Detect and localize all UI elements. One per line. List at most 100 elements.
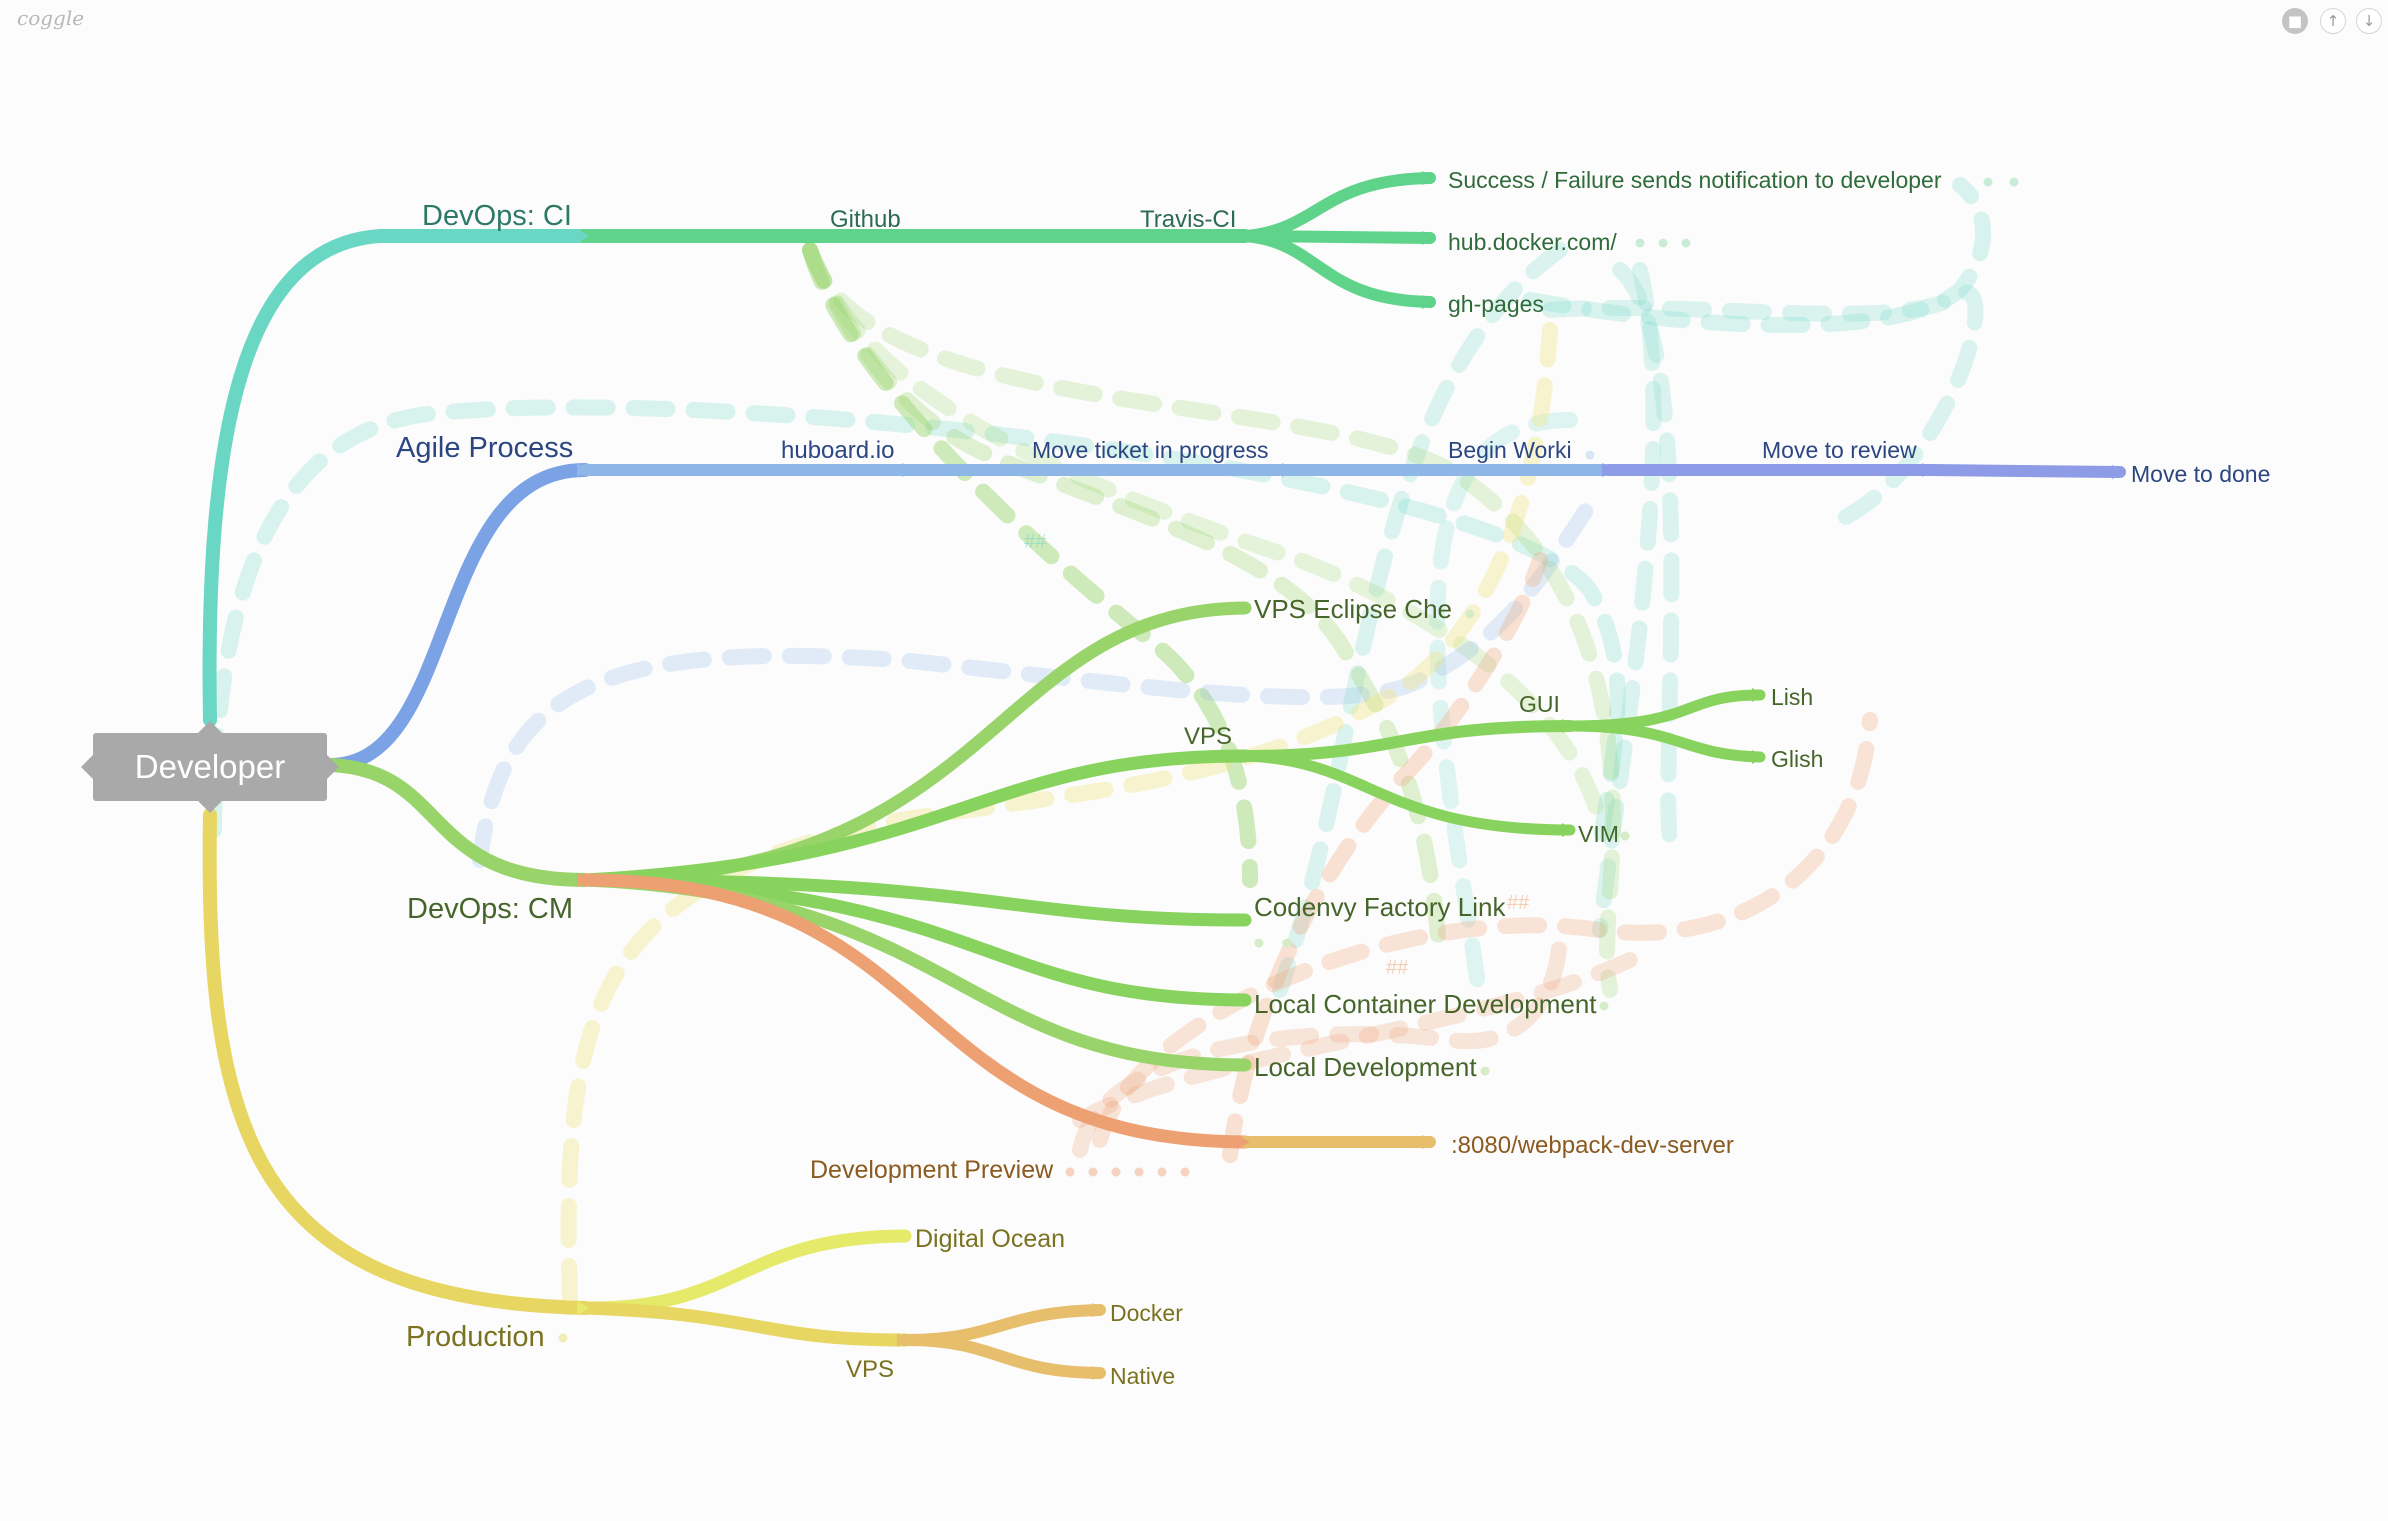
branch-joint-arrow [577, 873, 590, 887]
node-label-gh-pages[interactable]: gh-pages [1448, 291, 1544, 317]
branch-layer [202, 171, 2126, 1380]
branch-joint-arrow [1237, 913, 1250, 927]
node-label-webpack[interactable]: :8080/webpack-dev-server [1451, 1132, 1734, 1159]
branch-devops-cm [323, 758, 592, 887]
node-label-prod-vps[interactable]: VPS [846, 1356, 894, 1383]
connector-dot[interactable] [1585, 450, 1595, 460]
branch-joint-arrow [1422, 295, 1435, 309]
node-label-move-to-done[interactable]: Move to done [2131, 461, 2270, 487]
branch-joint-arrow [1237, 229, 1250, 243]
cross-link-ci-5 [1592, 262, 1662, 938]
branch-joint-arrow [1922, 463, 1935, 477]
node-label-lish[interactable]: Lish [1771, 684, 1813, 710]
branch-joint-arrow [897, 1229, 910, 1243]
connector-dot[interactable] [1180, 1167, 1190, 1177]
node-label-glish[interactable]: Glish [1771, 746, 1823, 772]
branch-local-container [578, 873, 1252, 1007]
branch-joint-arrow [1092, 1366, 1105, 1380]
node-label-codenvy[interactable]: Codenvy Factory Link [1254, 892, 1506, 922]
upload-arrow-icon[interactable]: ↑ [2320, 8, 2346, 34]
coggle-logo[interactable]: coggle [17, 6, 85, 30]
branch-devops-ci [202, 229, 592, 727]
branch-gh-pages [1239, 230, 1436, 308]
node-label-local-container[interactable]: Local Container Development [1254, 989, 1597, 1019]
branch-joint-arrow [1422, 1135, 1435, 1149]
node-label-docker[interactable]: Docker [1110, 1300, 1183, 1326]
branch-joint-arrow [902, 463, 915, 477]
connector-dot[interactable] [1635, 238, 1645, 248]
connector-dot[interactable] [1254, 938, 1264, 948]
link-marker-hash[interactable]: ## [1507, 892, 1530, 914]
cross-link-orange-4 [1072, 942, 1658, 1128]
connector-dot[interactable] [1111, 1167, 1121, 1177]
branch-gui [1239, 720, 1576, 762]
node-label-hub-docker[interactable]: hub.docker.com/ [1448, 229, 1617, 255]
connector-dot[interactable] [1065, 1167, 1075, 1177]
link-marker-hash[interactable]: ## [1386, 957, 1409, 979]
branch-joint-arrow [1237, 1058, 1250, 1072]
node-label-success-failure[interactable]: Success / Failure sends notification to … [1448, 167, 1942, 193]
node-label-local-dev[interactable]: Local Development [1254, 1052, 1477, 1082]
branch-joint-arrow [577, 1301, 590, 1315]
node-label-begin-worki[interactable]: Begin Worki [1448, 437, 1572, 463]
node-label-travis-ci[interactable]: Travis-CI [1140, 206, 1236, 233]
bottom-notch [198, 801, 222, 813]
branch-native [899, 1334, 1106, 1379]
download-arrow-icon[interactable]: ↓ [2356, 8, 2382, 34]
connector-dot[interactable] [1599, 1001, 1609, 1011]
branch-codenvy [578, 873, 1252, 927]
node-label-devops-ci[interactable]: DevOps: CI [422, 200, 572, 232]
node-label-agile-process[interactable]: Agile Process [396, 432, 573, 464]
node-label-production[interactable]: Production [406, 1321, 545, 1353]
node-label-gui[interactable]: GUI [1519, 691, 1560, 717]
branch-joint-arrow [1752, 688, 1765, 702]
cross-link-orange-2 [1092, 712, 1878, 1148]
branch-joint-arrow [1237, 601, 1250, 615]
cross-link-cm-3 [802, 242, 1621, 998]
node-label-github[interactable]: Github [830, 206, 901, 233]
connector-dot[interactable] [1658, 238, 1668, 248]
node-label-move-in-progress[interactable]: Move ticket in progress [1032, 437, 1268, 463]
connector-dot[interactable] [1465, 609, 1475, 619]
cross-link-ci-2 [1522, 177, 1992, 333]
connector-dot[interactable] [558, 1333, 568, 1343]
branch-joint-arrow [1237, 993, 1250, 1007]
connector-dot[interactable] [1282, 938, 1292, 948]
connector-dot[interactable] [1480, 1066, 1490, 1076]
branch-production [202, 808, 592, 1315]
connector-dot[interactable] [1681, 238, 1691, 248]
branch-joint-arrow [907, 229, 920, 243]
developer-root-node[interactable]: Developer [81, 721, 339, 813]
branch-vim [1239, 750, 1576, 836]
chat-bubble-icon[interactable]: ■ [2282, 8, 2308, 34]
node-label-huboard[interactable]: huboard.io [781, 437, 894, 464]
connector-dot[interactable] [2009, 177, 2019, 187]
node-label-vim[interactable]: VIM [1578, 821, 1619, 847]
connector-dot[interactable] [1983, 177, 1993, 187]
node-label-cm-vps[interactable]: VPS [1184, 723, 1232, 750]
link-marker-hash[interactable]: ## [1024, 531, 1047, 553]
connector-dot[interactable] [1134, 1167, 1144, 1177]
branch-dev-preview [578, 873, 1252, 1149]
node-label-move-to-review[interactable]: Move to review [1762, 437, 1917, 463]
node-label-devops-cm[interactable]: DevOps: CM [407, 893, 573, 925]
connector-dot[interactable] [1157, 1167, 1167, 1177]
root-label: Developer [134, 748, 286, 785]
connector-dot[interactable] [1620, 831, 1630, 841]
cross-link-ci-3 [1542, 284, 1984, 528]
connector-dot[interactable] [1088, 1167, 1098, 1177]
node-label-digital-ocean[interactable]: Digital Ocean [915, 1225, 1065, 1253]
branch-joint-arrow [1602, 463, 1615, 477]
branch-joint-arrow [897, 1333, 910, 1347]
node-label-native[interactable]: Native [1110, 1363, 1175, 1389]
branch-move-done [1924, 464, 2126, 478]
cross-link-cm-2 [802, 242, 1448, 968]
node-label-vps-eclipse-che[interactable]: VPS Eclipse Che [1254, 594, 1452, 624]
cross-link-ci-6 [1272, 242, 1568, 998]
branch-vps-eclipse [578, 601, 1252, 887]
branch-joint-arrow [1282, 463, 1295, 477]
cross-link-layer [206, 177, 1992, 1308]
node-label-dev-preview[interactable]: Development Preview [810, 1156, 1054, 1184]
branch-joint-arrow [1092, 1303, 1105, 1317]
